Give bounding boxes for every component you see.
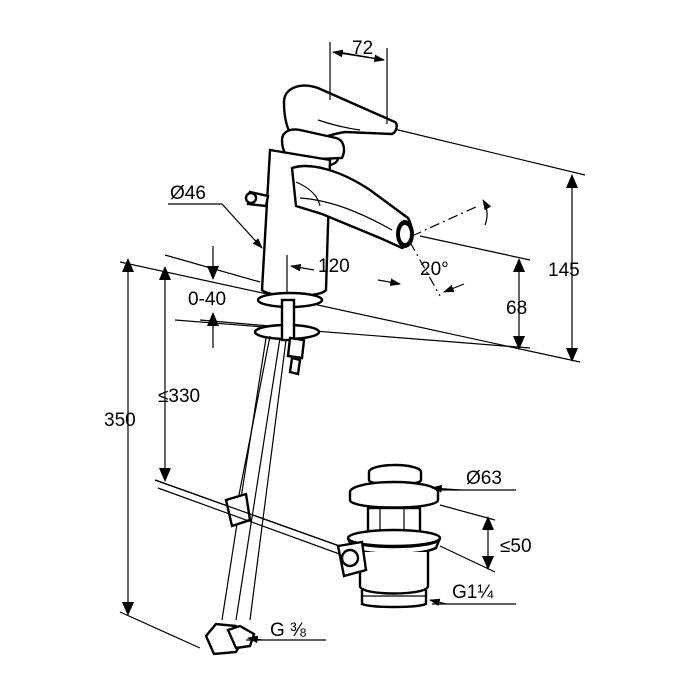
dim-spout-reach: 120 [286, 255, 402, 294]
dim-waste-diameter: Ø63 [430, 468, 516, 493]
label-145: 145 [548, 260, 580, 281]
label-20deg: 20° [420, 259, 449, 280]
label-120: 120 [318, 256, 350, 277]
label-0-40: 0-40 [188, 289, 226, 310]
waste-valve [336, 463, 442, 609]
dim-waste-stroke: ≤50 [439, 504, 532, 573]
spout [290, 164, 413, 250]
dim-hose-thread: G ⅜ [246, 620, 326, 644]
label-g3-8: G ⅜ [270, 620, 306, 641]
label-g1-1-4: G1¼ [452, 582, 494, 603]
faucet [244, 84, 414, 376]
dim-body-diameter: Ø46 [168, 183, 263, 249]
dim-outlet-height: 68 [506, 258, 527, 350]
label-350: 350 [104, 410, 136, 431]
dim-handle-length: 72 [329, 38, 388, 124]
dim-spout-angle: 20° [409, 199, 492, 297]
supply-hoses [204, 335, 287, 656]
dim-hose-length-max: ≤330 [158, 266, 200, 482]
label-le330: ≤330 [158, 386, 200, 407]
dim-hose-length: 350 [104, 258, 136, 616]
dim-total-height: 145 [548, 174, 580, 362]
dim-deck-thickness: 0-40 [188, 246, 271, 348]
label-le50: ≤50 [500, 536, 532, 557]
label-68: 68 [506, 298, 527, 319]
label-d46: Ø46 [170, 183, 206, 204]
dim-waste-thread: G1¼ [428, 582, 516, 607]
label-d63: Ø63 [466, 468, 502, 489]
popup-linkage [154, 479, 346, 557]
label-72: 72 [352, 38, 373, 59]
